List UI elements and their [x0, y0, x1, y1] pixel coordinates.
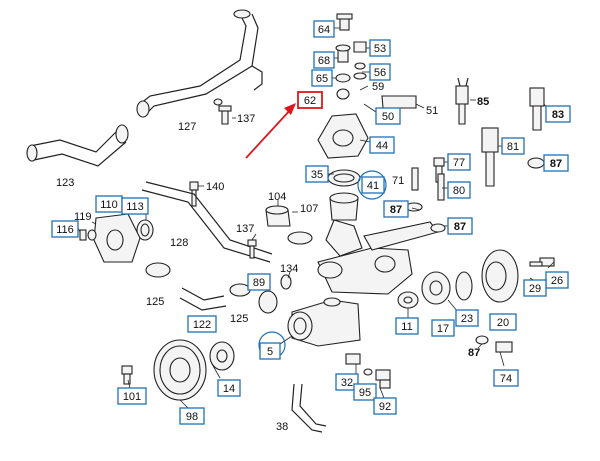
- label-119: 119: [74, 211, 92, 223]
- callout-77[interactable]: 77: [447, 153, 471, 171]
- callout-41[interactable]: 41: [361, 176, 385, 194]
- callout-101-text: 101: [123, 391, 141, 403]
- callout-92[interactable]: 92: [373, 397, 397, 415]
- callout-95[interactable]: 95: [353, 383, 377, 401]
- callout-29[interactable]: 29: [523, 279, 547, 297]
- callout-56[interactable]: 56: [369, 63, 391, 81]
- callout-68-text: 68: [318, 55, 330, 67]
- callout-74[interactable]: 74: [493, 369, 519, 387]
- label-51: 51: [426, 105, 438, 117]
- label-128: 128: [170, 237, 188, 249]
- callout-29-text: 29: [529, 283, 541, 295]
- callout-32-text: 32: [341, 377, 353, 389]
- callout-11[interactable]: 11: [395, 317, 419, 335]
- callout-110[interactable]: 110: [95, 195, 123, 213]
- callout-80-text: 80: [453, 185, 465, 197]
- callout-62[interactable]: 62: [297, 91, 323, 109]
- red-arrow: [245, 103, 296, 159]
- label-71: 71: [392, 175, 404, 187]
- callout-50-text: 50: [382, 111, 394, 123]
- callout-87-right-text: 87: [550, 158, 562, 170]
- callout-83-text: 83: [552, 109, 564, 121]
- callout-87-mid-text: 87: [454, 221, 466, 233]
- callout-53-text: 53: [374, 43, 386, 55]
- callout-98[interactable]: 98: [179, 407, 205, 425]
- callout-81[interactable]: 81: [501, 137, 525, 155]
- label-125-left: 125: [146, 296, 164, 308]
- callout-74-text: 74: [500, 373, 512, 385]
- callout-80[interactable]: 80: [447, 181, 471, 199]
- callout-87-center-text: 87: [390, 204, 402, 216]
- callout-14[interactable]: 14: [217, 379, 241, 397]
- label-87-lower: 87: [468, 347, 480, 359]
- callout-113[interactable]: 113: [121, 197, 149, 215]
- callout-14-text: 14: [223, 383, 235, 395]
- callout-17-text: 17: [437, 323, 449, 335]
- callout-56-text: 56: [374, 67, 386, 79]
- callout-35[interactable]: 35: [305, 165, 329, 183]
- label-137-upper: 137: [237, 113, 255, 125]
- callout-23-text: 23: [461, 313, 473, 325]
- callout-87-mid[interactable]: 87: [447, 217, 473, 235]
- label-59: 59: [372, 81, 384, 93]
- callout-32[interactable]: 32: [335, 373, 359, 391]
- callout-50[interactable]: 50: [375, 107, 401, 125]
- callout-83[interactable]: 83: [545, 105, 571, 123]
- label-85: 85: [477, 96, 489, 108]
- label-140: 140: [206, 181, 224, 193]
- parts-layer: [26, 9, 555, 433]
- callout-65-text: 65: [316, 73, 328, 85]
- callout-65[interactable]: 65: [311, 69, 333, 87]
- label-107: 107: [300, 203, 318, 215]
- callout-87-right[interactable]: 87: [543, 154, 569, 172]
- callout-101[interactable]: 101: [117, 387, 147, 405]
- callout-110-text: 110: [100, 199, 118, 211]
- callout-53[interactable]: 53: [369, 39, 391, 57]
- callout-89[interactable]: 89: [247, 273, 271, 291]
- callout-113-text: 113: [126, 201, 144, 213]
- callout-116-text: 116: [56, 224, 74, 236]
- callout-26-text: 26: [551, 275, 563, 287]
- callout-64[interactable]: 64: [313, 20, 335, 38]
- label-104: 104: [268, 191, 286, 203]
- callout-35-text: 35: [311, 169, 323, 181]
- hose-end: [136, 100, 150, 118]
- callout-20-text: 20: [497, 317, 509, 329]
- callout-92-text: 92: [379, 401, 391, 413]
- callout-89-text: 89: [253, 277, 265, 289]
- hose-end: [233, 9, 251, 19]
- label-125-right: 125: [230, 313, 248, 325]
- label-134: 134: [280, 263, 298, 275]
- callout-77-text: 77: [453, 157, 465, 169]
- label-127: 127: [178, 121, 196, 133]
- callout-23[interactable]: 23: [455, 309, 479, 327]
- callout-41-text: 41: [367, 180, 379, 192]
- callout-44-text: 44: [376, 140, 388, 152]
- callout-95-text: 95: [359, 387, 371, 399]
- callout-11-text: 11: [401, 321, 412, 333]
- callout-20[interactable]: 20: [489, 313, 517, 331]
- callout-64-text: 64: [318, 24, 330, 36]
- callout-116[interactable]: 116: [51, 220, 79, 238]
- callout-81-text: 81: [507, 141, 519, 153]
- callout-122[interactable]: 122: [187, 315, 217, 333]
- callout-5[interactable]: 5: [259, 342, 281, 360]
- callout-17[interactable]: 17: [431, 319, 455, 337]
- label-123: 123: [56, 177, 74, 189]
- callout-122-text: 122: [193, 319, 211, 331]
- callout-44[interactable]: 44: [369, 136, 395, 154]
- callout-5-text: 5: [267, 346, 273, 358]
- label-137-lower: 137: [236, 223, 254, 235]
- callout-62-text: 62: [304, 95, 316, 107]
- callout-87-center[interactable]: 87: [383, 200, 409, 218]
- callout-98-text: 98: [186, 411, 198, 423]
- callout-68[interactable]: 68: [313, 51, 335, 69]
- label-38: 38: [276, 421, 288, 433]
- callout-26[interactable]: 26: [545, 271, 569, 289]
